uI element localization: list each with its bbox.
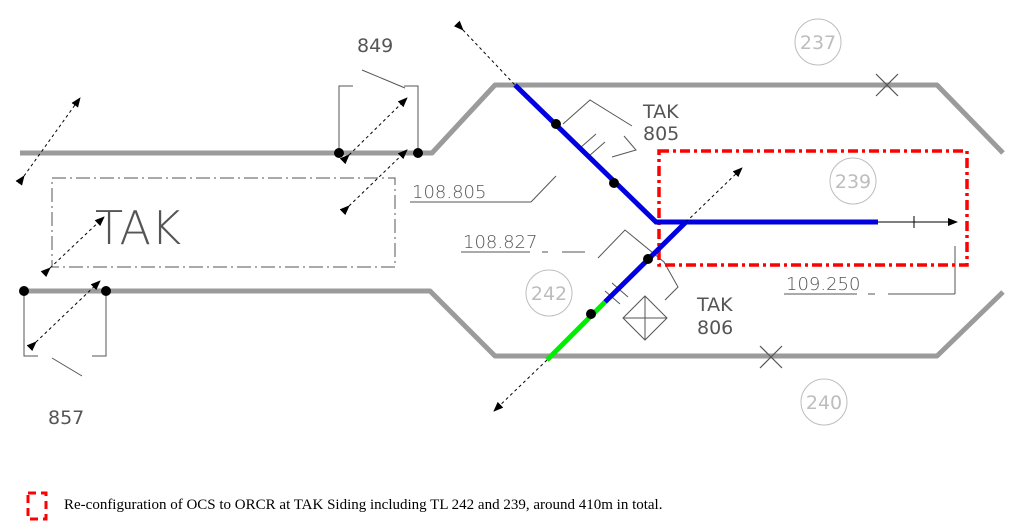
track-242-label: 242	[531, 283, 567, 305]
track-240-label: 240	[806, 392, 842, 414]
track-lower-main	[20, 288, 1005, 359]
crossing-marks	[759, 73, 899, 369]
switch-849-bracket	[338, 69, 419, 153]
junction-dots	[19, 119, 653, 319]
switch-849-label: 849	[357, 35, 393, 57]
switch-857-label: 857	[48, 407, 84, 429]
cross-arrows	[15, 20, 743, 412]
legend: Re-configuration of OCS to ORCR at TAK S…	[26, 491, 662, 521]
highlight-box	[657, 149, 969, 267]
track-237-label: 237	[800, 32, 836, 54]
green-section	[545, 300, 607, 362]
legend-text: Re-configuration of OCS to ORCR at TAK S…	[64, 497, 662, 513]
grey-tracks	[20, 82, 1005, 359]
tak806-label-line1: TAK	[696, 294, 733, 316]
tak805-label-line2: 805	[643, 123, 679, 145]
switch-857-bracket	[23, 291, 107, 377]
track-number-circles	[525, 18, 877, 426]
station-label: TAK	[95, 201, 181, 255]
tak806-label-line2: 806	[697, 317, 733, 339]
track-239-label: 239	[835, 171, 871, 193]
chainage-lines	[410, 175, 956, 295]
dashed-red-box-icon	[26, 491, 48, 521]
track-upper-main	[20, 82, 1005, 156]
blue-sections	[513, 83, 878, 304]
tak805-label-line1: TAK	[642, 101, 679, 123]
chainage-109250: 109.250	[786, 274, 860, 295]
tak805-callout	[562, 99, 637, 158]
chainage-108805: 108.805	[412, 182, 486, 203]
tak806-symbol	[597, 229, 679, 341]
chainage-108827: 108.827	[463, 232, 537, 253]
